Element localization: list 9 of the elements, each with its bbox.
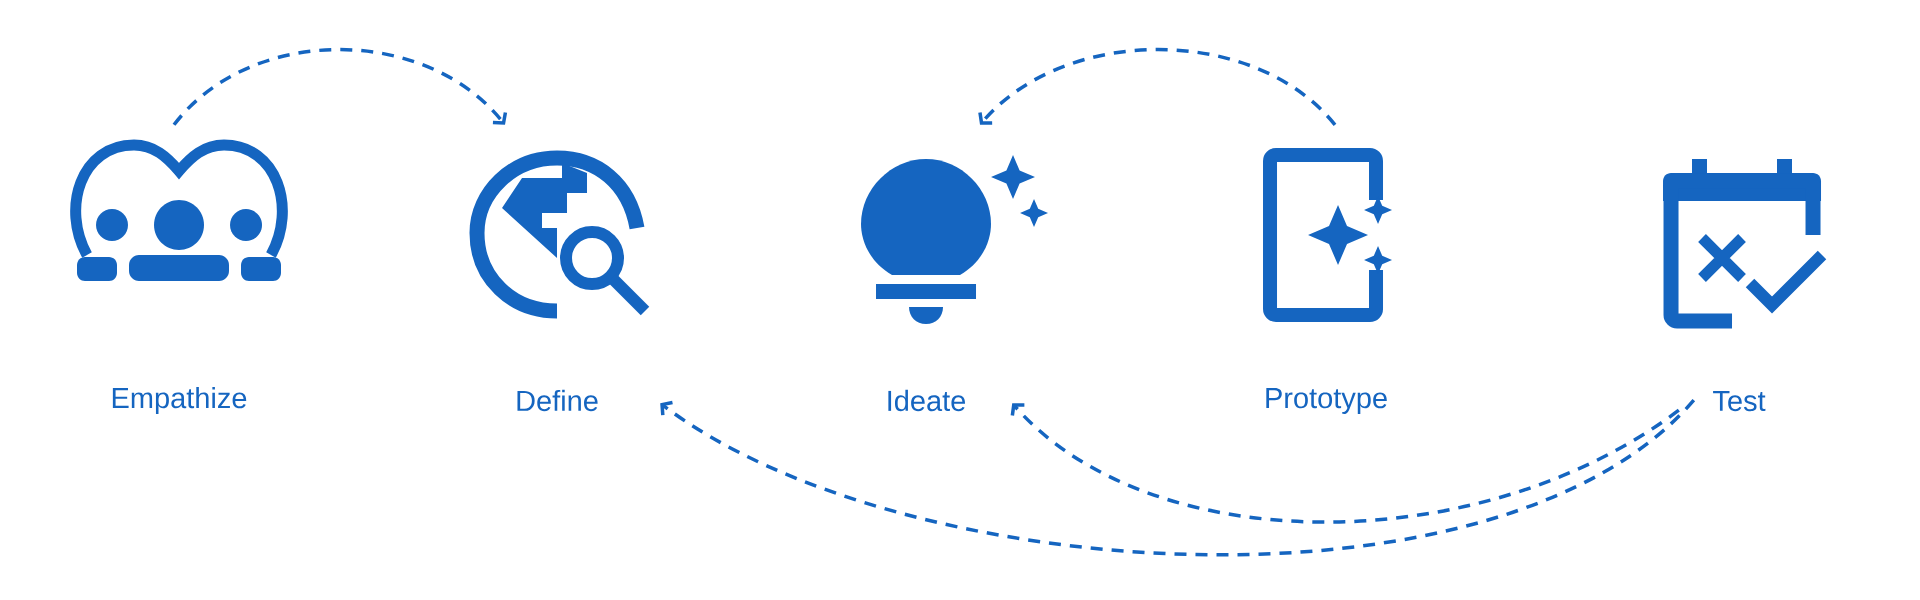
stage-label: Empathize (112, 387, 247, 414)
arrow (172, 47, 508, 126)
stage-label: Prototype (1266, 388, 1387, 414)
stage-label: Test (1713, 390, 1766, 412)
arrow (660, 398, 1695, 557)
arrow (978, 47, 1337, 126)
stage-label: Ideate (888, 389, 966, 412)
arrow (1010, 403, 1680, 524)
stage-label: Define (517, 389, 598, 412)
